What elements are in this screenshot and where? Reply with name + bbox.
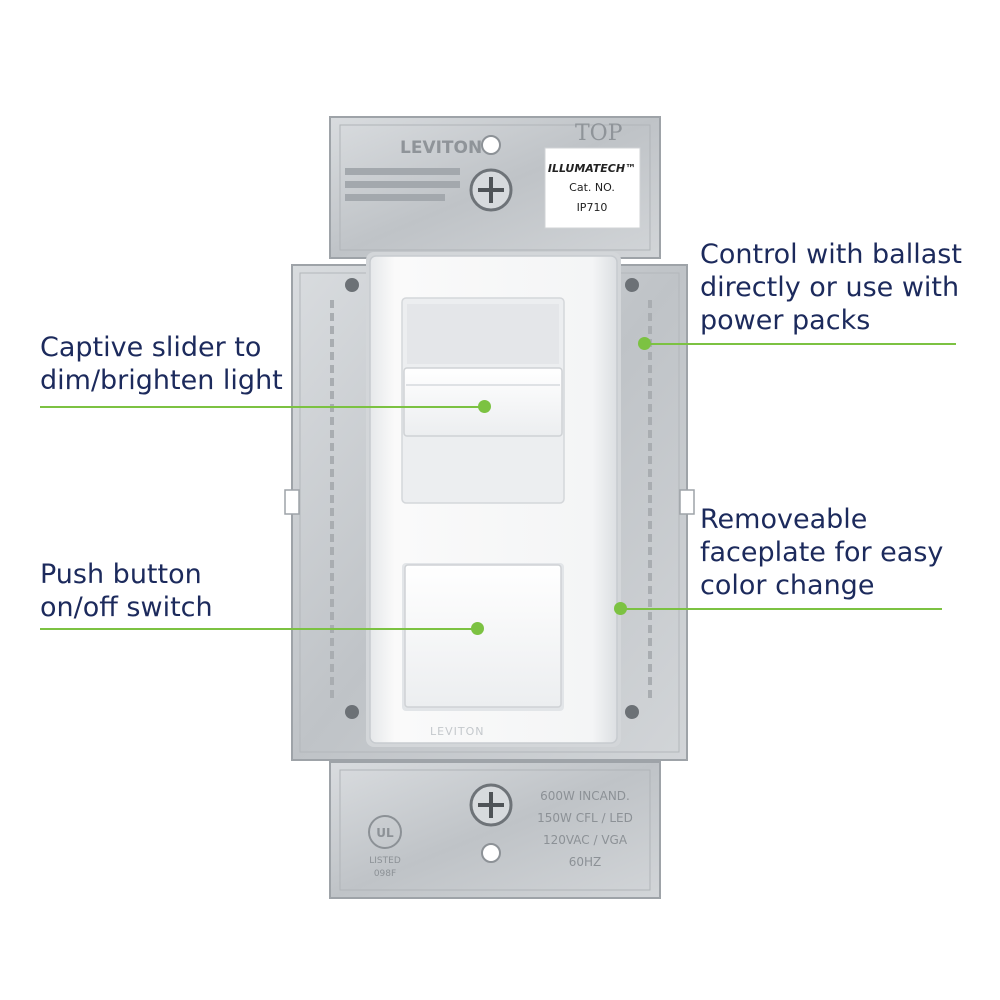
ul-listed-mark: UL LISTED 098F: [368, 815, 402, 879]
callout-pushbutton-line-2: on/off switch: [40, 592, 213, 623]
callout-ballast: Control with ballast directly or use wit…: [700, 238, 962, 337]
pointer-dot-slider: [478, 400, 491, 413]
leader-line-slider: [40, 406, 485, 408]
ul-mark-text: UL: [376, 826, 394, 840]
callout-faceplate: Removeable faceplate for easy color chan…: [700, 503, 943, 602]
listed-text: LISTED: [369, 856, 401, 866]
faceplate-brand-text: LEVITON: [430, 725, 484, 738]
rating-text: 600W INCAND. 150W CFL / LED 120VAC / VGA…: [537, 789, 633, 869]
rating-line-4: 60HZ: [569, 855, 602, 869]
label-line-2: Cat. NO.: [569, 181, 615, 194]
bottom-mounting-strap: [329, 761, 661, 899]
bottom-mounting-screw: [469, 783, 513, 827]
rating-line-3: 120VAC / VGA: [543, 833, 628, 847]
leader-line-pushbutton: [40, 628, 478, 630]
label-line-1: ILLUMATECH™: [548, 162, 636, 175]
embossed-text-line: [345, 181, 460, 188]
callout-slider-line-1: Captive slider to: [40, 332, 262, 363]
callout-pushbutton: Push button on/off switch: [40, 558, 213, 624]
callout-pushbutton-line-1: Push button: [40, 559, 202, 590]
embossed-text-line: [345, 168, 460, 175]
pointer-dot-faceplate: [614, 602, 627, 615]
top-mark-text: TOP: [575, 121, 623, 146]
on-off-push-button[interactable]: [402, 563, 564, 711]
listed-code-text: 098F: [374, 869, 396, 879]
callout-faceplate-line-3: color change: [700, 570, 875, 601]
rating-line-2: 150W CFL / LED: [537, 811, 633, 825]
callout-ballast-line-3: power packs: [700, 305, 871, 336]
brand-top-text: LEVITON: [400, 138, 482, 158]
pointer-dot-pushbutton: [471, 622, 484, 635]
label-line-3: IP710: [577, 201, 608, 214]
leader-line-ballast: [644, 343, 956, 345]
top-mounting-screw: [469, 168, 513, 212]
embossed-text-line: [345, 194, 445, 201]
callout-ballast-line-1: Control with ballast: [700, 239, 962, 270]
leader-line-faceplate: [620, 608, 942, 610]
callout-faceplate-line-1: Removeable: [700, 504, 868, 535]
callout-faceplate-line-2: faceplate for easy: [700, 537, 944, 568]
callout-slider: Captive slider to dim/brighten light: [40, 331, 283, 397]
callout-slider-line-2: dim/brighten light: [40, 365, 283, 396]
callout-ballast-line-2: directly or use with: [700, 272, 960, 303]
pointer-dot-ballast: [638, 337, 651, 350]
catalog-label: ILLUMATECH™ Cat. NO. IP710: [544, 147, 641, 229]
rating-line-1: 600W INCAND.: [540, 789, 630, 803]
